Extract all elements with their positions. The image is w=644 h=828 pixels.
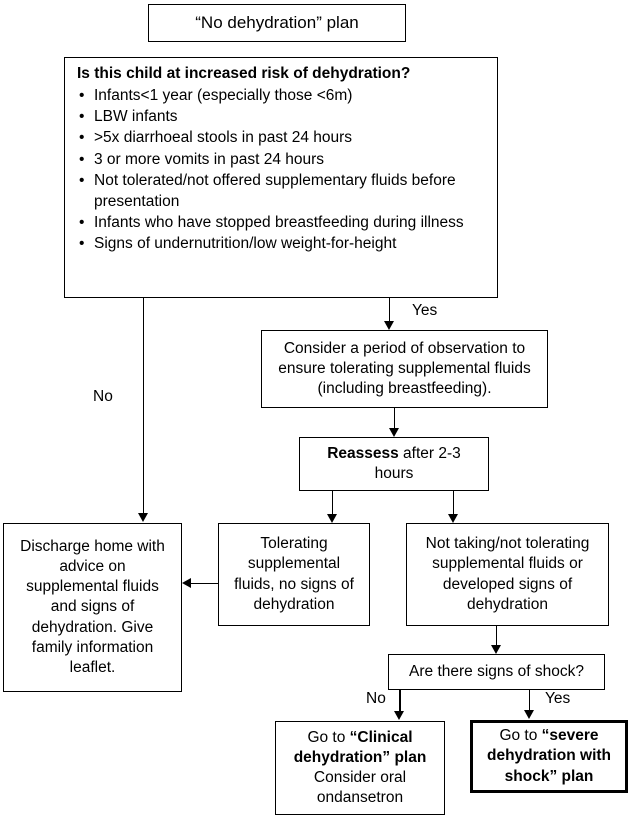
list-item: Signs of undernutrition/low weight-for-h… (77, 234, 487, 255)
list-item: 3 or more vomits in past 24 hours (77, 150, 487, 171)
edge-label-no-risk: No (93, 388, 113, 405)
risk-question-heading: Is this child at increased risk of dehyd… (77, 65, 411, 82)
list-item: Not tolerated/not offered supplementary … (77, 171, 487, 213)
edge-label-no-shock: No (366, 690, 386, 707)
not-taking-box: Not taking/not tolerating supplemental f… (406, 523, 609, 626)
arrowhead-risk-to-discharge (137, 513, 148, 522)
arrowhead-reassess-to-not-taking (447, 514, 458, 523)
connector-shock-to-clinical (399, 689, 401, 712)
risk-factor-list: Infants<1 year (especially those <6m) LB… (77, 86, 487, 256)
severe-dehydration-shock-plan-box: Go to “severe dehydration with shock” pl… (470, 720, 628, 793)
arrowhead-observation-to-reassess (388, 428, 399, 437)
arrowhead-reassess-to-tolerating (326, 514, 337, 523)
arrowhead-shock-to-clinical (394, 711, 404, 720)
arrowhead-tolerating-to-discharge (182, 577, 191, 588)
title-text: “No dehydration” plan (195, 12, 359, 32)
clinical-plan-suffix: Consider oral ondansetron (313, 769, 407, 807)
list-item: >5x diarrhoeal stools in past 24 hours (77, 128, 487, 149)
tolerating-box: Tolerating supplemental fluids, no signs… (218, 523, 370, 626)
list-item: Infants who have stopped breastfeeding d… (77, 213, 487, 234)
connector-observation-to-reassess (393, 408, 396, 429)
severe-plan-text: Go to “severe dehydration with shock” pl… (481, 726, 617, 786)
clinical-plan-bold: “Clinical dehydration” plan (293, 728, 427, 766)
risk-question-box: Is this child at increased risk of dehyd… (64, 57, 498, 298)
discharge-text: Discharge home with advice on supplement… (20, 538, 165, 676)
observation-text: Consider a period of observation to ensu… (278, 339, 531, 398)
arrowhead-risk-to-observation (383, 321, 394, 330)
clinical-plan-prefix: Go to (307, 728, 350, 746)
list-item: Infants<1 year (especially those <6m) (77, 86, 487, 107)
list-item: LBW infants (77, 107, 487, 128)
tolerating-text: Tolerating supplemental fluids, no signs… (234, 535, 354, 613)
shock-question-text: Are there signs of shock? (409, 662, 584, 680)
reassess-bold: Reassess (327, 444, 399, 462)
connector-risk-to-observation (388, 298, 391, 322)
connector-reassess-to-tolerating (331, 491, 334, 515)
clinical-dehydration-plan-box: Go to “Clinical dehydration” plan Consid… (275, 721, 445, 815)
discharge-box: Discharge home with advice on supplement… (3, 523, 182, 692)
observation-box: Consider a period of observation to ensu… (261, 330, 548, 408)
severe-plan-prefix: Go to (499, 727, 542, 745)
connector-risk-to-discharge (142, 298, 145, 515)
reassess-rest: after 2-3 hours (374, 444, 461, 482)
title-box: “No dehydration” plan (148, 4, 406, 42)
connector-not-taking-to-shock (495, 626, 498, 645)
connector-reassess-to-not-taking (452, 491, 455, 515)
connector-shock-to-severe (528, 689, 531, 711)
severe-plan-bold: “severe dehydration with shock” plan (487, 727, 611, 785)
not-taking-text: Not taking/not tolerating supplemental f… (425, 535, 590, 613)
reassess-text: Reassess after 2-3 hours (308, 444, 480, 484)
edge-label-yes-shock: Yes (545, 690, 571, 707)
shock-question-box: Are there signs of shock? (388, 654, 605, 690)
arrowhead-not-taking-to-shock (490, 645, 501, 654)
clinical-plan-text: Go to “Clinical dehydration” plan (284, 728, 436, 768)
edge-label-yes-risk: Yes (412, 302, 438, 319)
reassess-box: Reassess after 2-3 hours (299, 437, 489, 491)
arrowhead-shock-to-severe (523, 710, 534, 719)
connector-tolerating-to-discharge (191, 582, 219, 585)
